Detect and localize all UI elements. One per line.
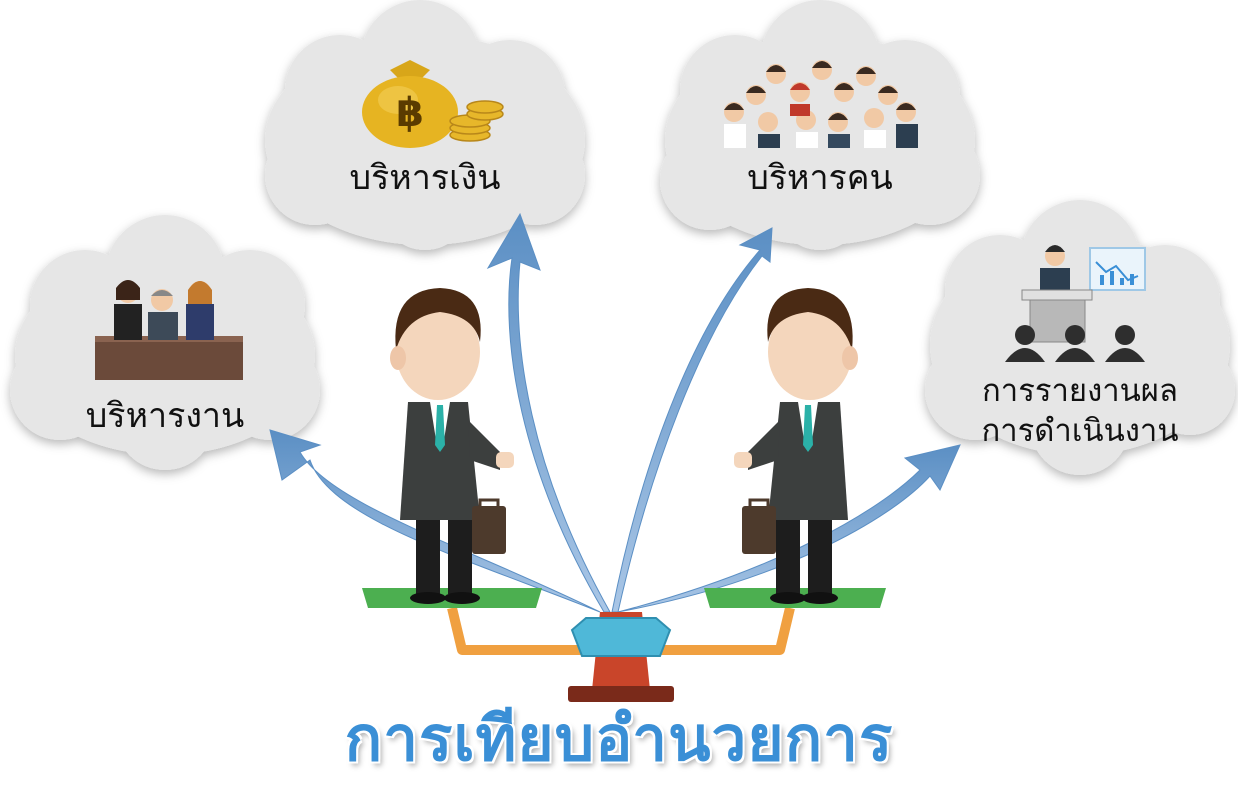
pivot-top xyxy=(570,617,672,657)
baht-symbol: ฿ xyxy=(396,90,424,136)
arrow-to-report xyxy=(617,444,961,613)
presentation-icon xyxy=(1005,245,1146,362)
money-bag-icon: ฿ xyxy=(362,60,504,148)
label-report-line1: การรายงานผล xyxy=(982,373,1178,409)
arrow-to-money xyxy=(486,212,611,613)
label-report-line2: การดำเนินงาน xyxy=(981,413,1179,449)
label-money: บริหารเงิน xyxy=(349,158,501,198)
label-work: บริหารงาน xyxy=(85,396,245,436)
cloud-report xyxy=(925,200,1235,475)
businessman-right xyxy=(734,288,858,604)
page-title: การเทียบอำนวยการ xyxy=(344,702,894,775)
seesaw xyxy=(362,588,886,702)
office-meeting-icon xyxy=(95,280,243,380)
arrow-to-people xyxy=(611,227,773,613)
arrows xyxy=(269,212,961,613)
businessman-left xyxy=(390,288,514,604)
label-people: บริหารคน xyxy=(747,158,893,198)
crowd-icon xyxy=(724,60,918,148)
cloud-people xyxy=(660,0,980,250)
